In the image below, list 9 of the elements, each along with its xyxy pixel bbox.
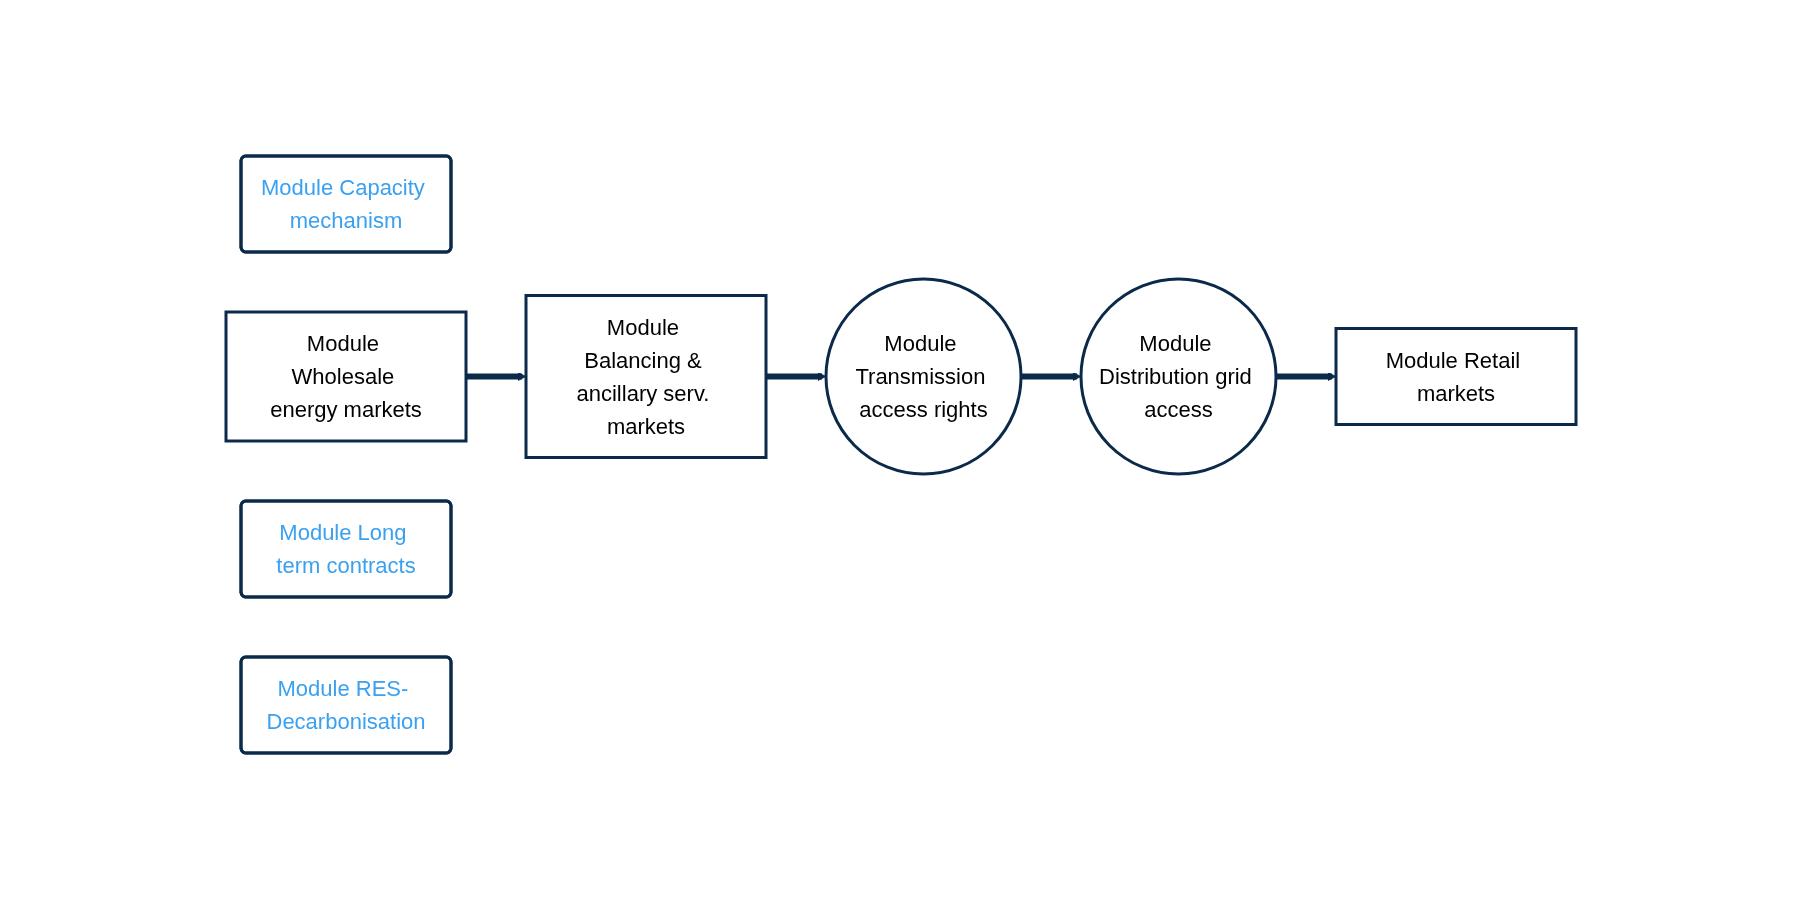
node-box: Module Retail markets: [1334, 327, 1577, 426]
arrow: [1275, 372, 1336, 381]
node-circle: Module Distribution grid access: [1079, 277, 1277, 476]
arrow: [465, 372, 526, 381]
arrow: [1020, 372, 1081, 381]
node-box: Module Balancing & ancillary serv. markets: [524, 294, 767, 459]
arrow: [765, 372, 826, 381]
node-box: Module Wholesale energy markets: [224, 310, 467, 443]
node-circle: Module Transmission access rights: [824, 277, 1022, 476]
